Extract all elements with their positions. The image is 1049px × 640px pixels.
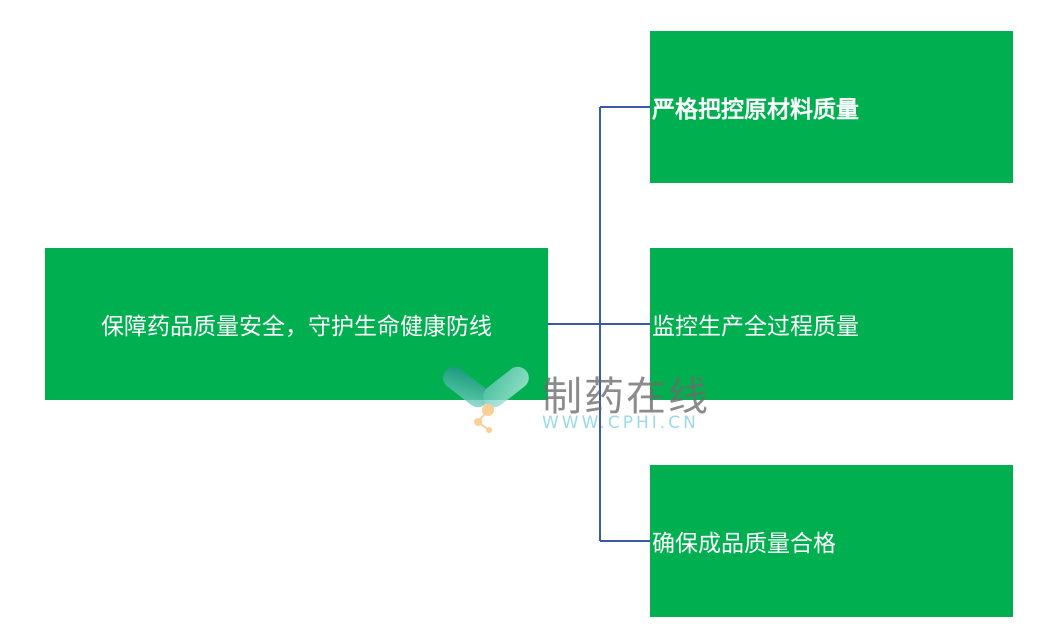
capsule-molecule-logo-icon xyxy=(443,366,529,433)
watermark: 制药在线 WWW.CPHI.CN xyxy=(438,362,738,442)
child-node-finished-product: 确保成品质量合格 xyxy=(650,465,1013,617)
child-node-production-process: 监控生产全过程质量 xyxy=(650,248,1013,400)
child-node-label: 确保成品质量合格 xyxy=(652,531,836,557)
watermark-title: 制药在线 xyxy=(542,374,710,420)
child-node-label: 严格把控原材料质量 xyxy=(652,97,859,123)
watermark-url: WWW.CPHI.CN xyxy=(542,413,699,433)
root-node-label: 保障药品质量安全，守护生命健康防线 xyxy=(101,314,492,340)
child-node-raw-materials: 严格把控原材料质量 xyxy=(650,31,1013,183)
child-node-label: 监控生产全过程质量 xyxy=(652,314,859,340)
